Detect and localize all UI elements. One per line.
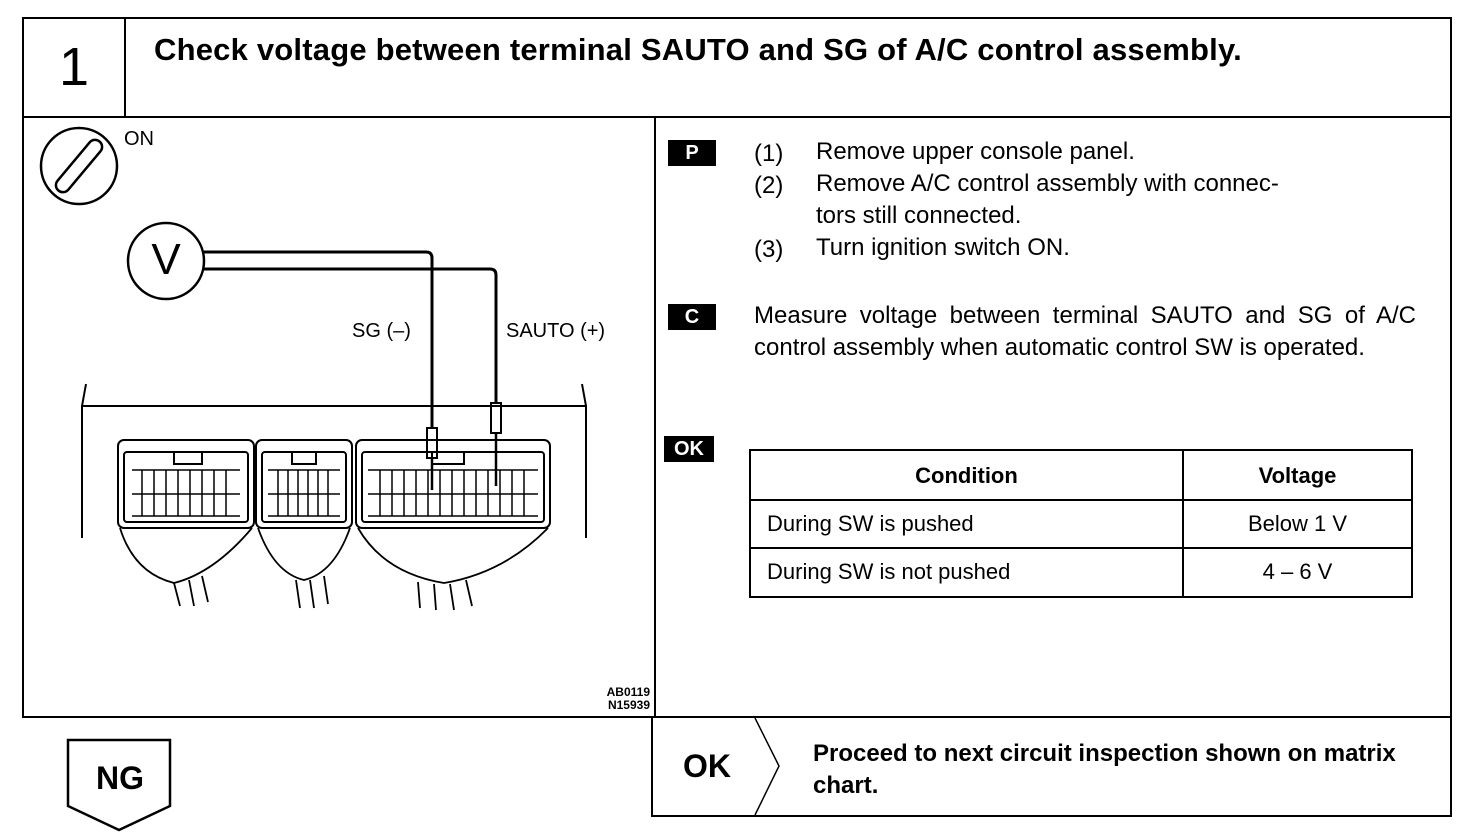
step-2-number: (2) (754, 172, 784, 199)
probe-plus-label: SAUTO (+) (506, 320, 606, 342)
ng-label: NG (96, 760, 144, 796)
ok-badge: OK (664, 436, 714, 462)
step-1-number: (1) (754, 140, 784, 167)
table-header-divider (751, 499, 1411, 501)
table-header-condition: Condition (915, 463, 1018, 488)
ng-result-box (66, 738, 172, 832)
figure-code-2: N15939 (607, 698, 650, 712)
step-3-text: Turn ignition switch ON. (816, 234, 1070, 261)
table-cell-condition-2: During SW is not pushed (767, 559, 1011, 584)
step-body: ON V SG (–) SAUTO (+) AB0119 N15939 P (1… (22, 116, 1452, 718)
prep-badge: P (668, 140, 716, 166)
ignition-switch-icon (39, 126, 119, 206)
ac-control-assembly (81, 383, 587, 538)
ignition-on-label: ON (124, 128, 154, 150)
table-cell-voltage-1: Below 1 V (1247, 511, 1348, 536)
ok-instruction: Proceed to next circuit inspection shown… (813, 740, 1396, 799)
voltmeter-symbol: V (151, 235, 181, 284)
step-2-text-line2: tors still connected. (816, 202, 1022, 229)
connector-right (355, 439, 551, 529)
table-header-voltage: Voltage (1258, 463, 1337, 488)
table-row-divider (751, 547, 1411, 549)
check-badge: C (668, 304, 716, 330)
table-column-divider (1182, 451, 1184, 596)
connector-middle (255, 439, 353, 529)
voltmeter-icon (126, 221, 206, 301)
spec-table: Condition Voltage During SW is pushed Be… (749, 449, 1413, 598)
ok-label: OK (683, 748, 731, 784)
step-2-text-line1: Remove A/C control assembly with connec- (816, 170, 1279, 197)
test-leads (204, 250, 498, 428)
probe-minus-label: SG (–) (352, 320, 411, 342)
step-3-number: (3) (754, 236, 784, 263)
step-number: 1 (58, 37, 90, 97)
figure-code-1: AB0119 (606, 685, 650, 699)
step-1-text: Remove upper console panel. (816, 138, 1135, 165)
wiring-diagram (39, 126, 587, 611)
ok-arrow-icon (754, 718, 780, 815)
column-divider (654, 118, 656, 718)
ok-result-box: OK Proceed to next circuit inspection sh… (651, 716, 1452, 817)
wire-harness (119, 527, 549, 611)
step-number-cell: 1 (24, 19, 126, 116)
step-header: 1 Check voltage between terminal SAUTO a… (22, 17, 1452, 118)
check-instruction: Measure voltage between terminal SAUTO a… (754, 302, 1416, 361)
table-cell-condition-1: During SW is pushed (767, 511, 974, 536)
table-cell-voltage-2: 4 – 6 V (1262, 559, 1333, 584)
step-title: Check voltage between terminal SAUTO and… (154, 32, 1242, 67)
connector-left (117, 439, 255, 529)
probe-plus (490, 402, 502, 486)
